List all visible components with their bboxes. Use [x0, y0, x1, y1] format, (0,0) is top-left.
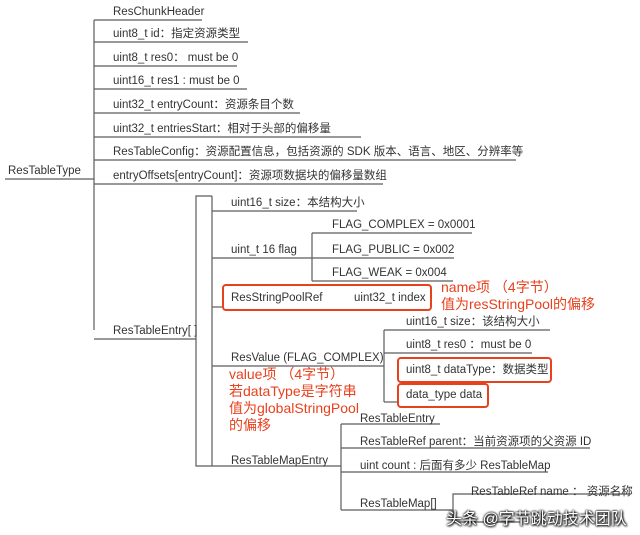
- node-value-size: uint16_t size：该结构大小: [406, 316, 540, 328]
- node-map-name: ResTableRef name ： 资源名称: [471, 486, 633, 498]
- annotation-name-desc: 值为resStringPool的偏移: [441, 296, 596, 312]
- node-entry-count: uint32_t entryCount：资源条目个数: [113, 99, 294, 111]
- node-res-table-entry-array: ResTableEntry[ ]: [113, 325, 198, 337]
- node-res-table-config: ResTableConfig：资源配置信息，包括资源的 SDK 版本、语言、地区…: [113, 146, 524, 158]
- string-pool-ref-highlight: [222, 284, 432, 311]
- node-map-parent: ResTableRef parent：当前资源项的父资源 ID: [360, 436, 592, 448]
- node-res-table-type: ResTableType: [8, 165, 81, 177]
- node-value-res0: uint8_t res0 ：must be 0: [406, 339, 532, 351]
- node-value-data-type: uint8_t dataType：数据类型: [406, 364, 549, 376]
- node-map-entry-base: ResTableEntry: [360, 413, 435, 425]
- node-res-table-map-array: ResTableMap[]: [360, 498, 437, 510]
- node-res-chunk-header: ResChunkHeader: [113, 6, 205, 18]
- annotation-value-desc2: 值为globalStringPool: [229, 400, 359, 416]
- node-res1: uint16_t res1 : must be 0: [113, 75, 240, 87]
- node-flag-complex: FLAG_COMPLEX = 0x0001: [332, 219, 476, 231]
- node-entries-start: uint32_t entriesStart：相对于头部的偏移量: [113, 123, 331, 135]
- node-value-data: data_type data: [406, 389, 483, 401]
- data-highlight: [397, 383, 489, 408]
- node-flag-weak: FLAG_WEAK = 0x004: [332, 267, 447, 279]
- annotation-name-title: name项 （4字节）: [441, 279, 558, 295]
- annotation-value-desc1: 若dataType是字符串: [229, 383, 357, 399]
- annotation-value-title: value项 （4字节）: [229, 366, 345, 382]
- node-res-string-pool-ref: ResStringPoolRef: [231, 292, 323, 304]
- node-entry-size: uint16_t size：本结构大小: [231, 197, 365, 209]
- node-res-value: ResValue (FLAG_COMPLEX): [231, 352, 384, 364]
- node-res0: uint8_t res0： must be 0: [113, 52, 239, 64]
- watermark: 头条 @字节跳动技术团队: [446, 511, 627, 528]
- annotation-value-desc3: 的偏移: [229, 417, 271, 433]
- node-flag-public: FLAG_PUBLIC = 0x002: [332, 244, 455, 256]
- data-type-highlight: [397, 357, 552, 383]
- node-entry-offsets: entryOffsets[entryCount]：资源项数据块的偏移量数组: [113, 170, 387, 182]
- node-string-pool-index: uint32_t index: [354, 292, 426, 304]
- node-flag: uint_t 16 flag: [231, 244, 297, 256]
- node-map-count: uint count : 后面有多少 ResTableMap: [360, 460, 551, 472]
- node-res-table-map-entry: ResTableMapEntry: [231, 455, 329, 467]
- node-id: uint8_t id：指定资源类型: [113, 28, 241, 40]
